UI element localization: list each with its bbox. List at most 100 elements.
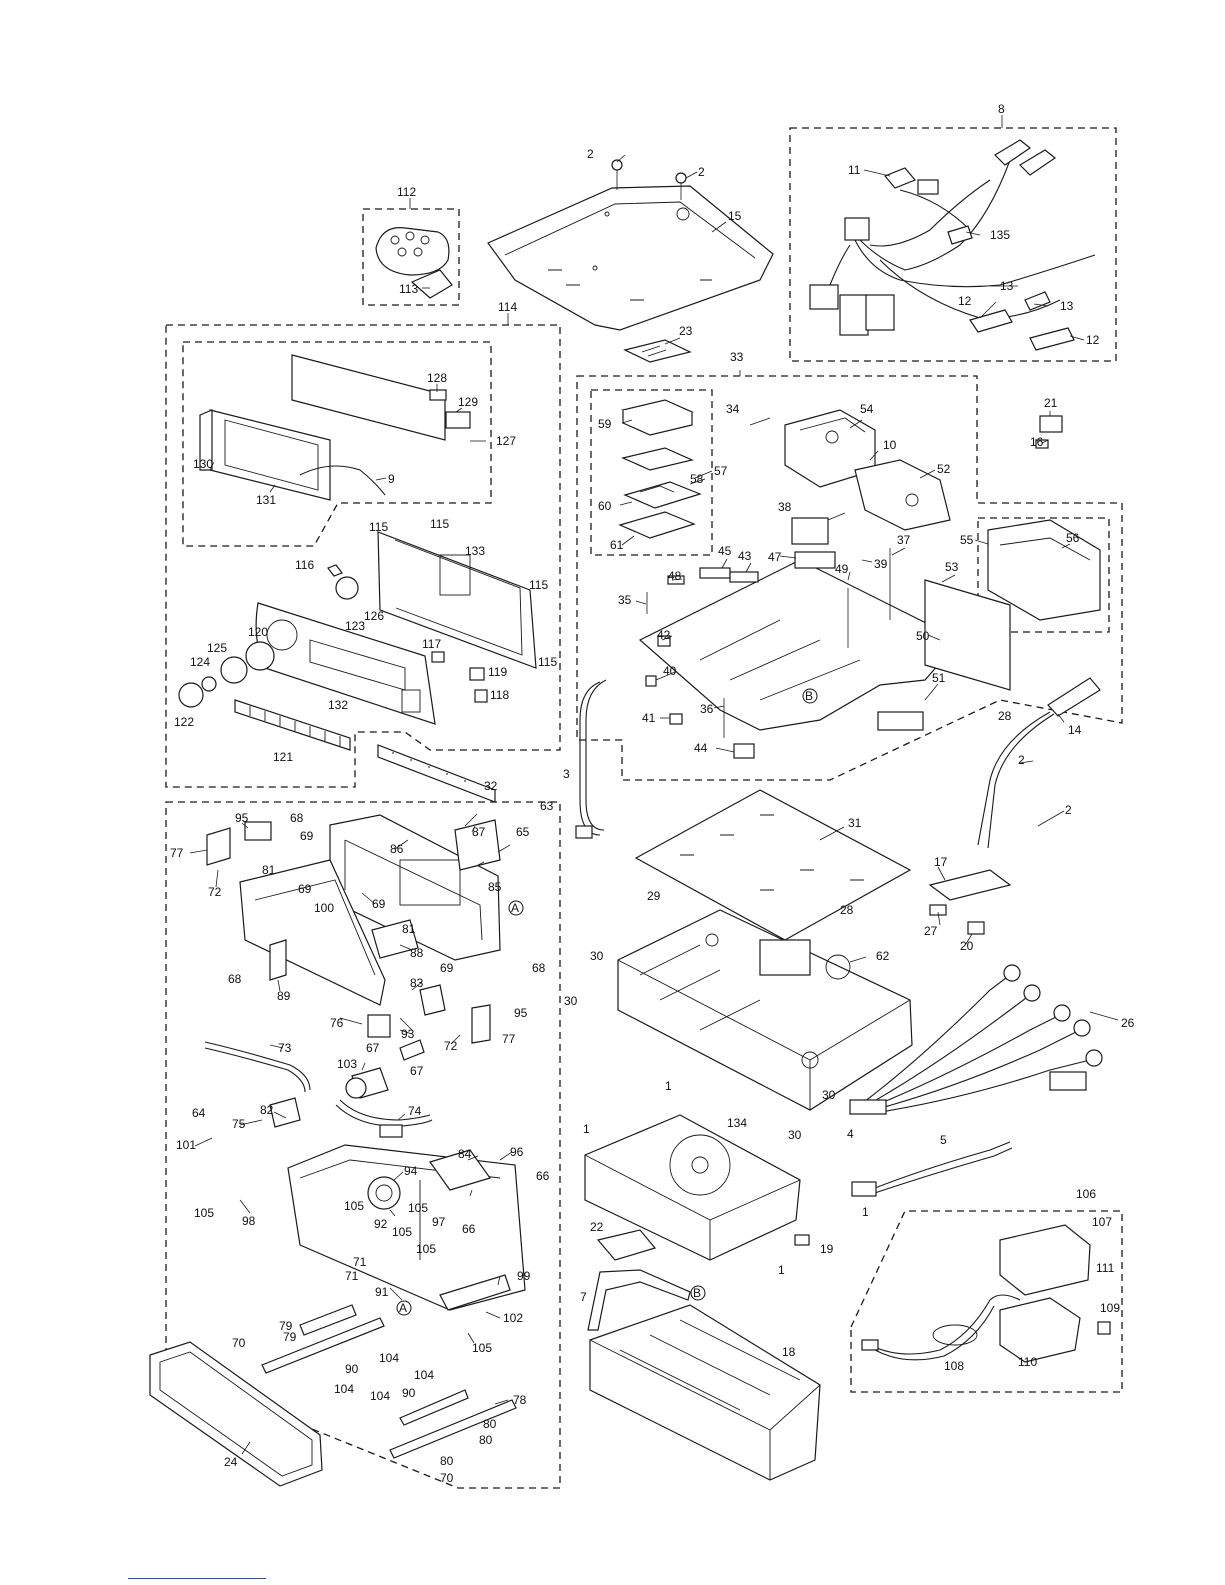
part-label: 108	[944, 1359, 964, 1373]
part-label: 59	[598, 417, 612, 431]
part-label: 4	[847, 1127, 854, 1141]
part-label: 65	[516, 825, 530, 839]
part-label: 127	[496, 434, 516, 448]
buttons-121	[234, 699, 351, 751]
part-label: 135	[990, 228, 1010, 242]
part-labels: 2 2 2 2 15 23 112 113 8 11 135 13 13 12 …	[170, 102, 1135, 1485]
part-label: 114	[498, 300, 517, 314]
part-label: 124	[190, 655, 210, 669]
part-label: 34	[726, 402, 740, 416]
part-label: 122	[174, 715, 194, 729]
part-label: 112	[397, 185, 416, 199]
remote-control-112	[375, 227, 453, 299]
ref-B-2-text: B	[693, 1286, 701, 1300]
bottom-underline-link[interactable]	[128, 1578, 266, 1579]
part-label: 69	[372, 897, 386, 911]
part-label: 50	[916, 629, 930, 643]
part-label: 74	[408, 1104, 422, 1118]
case-18	[589, 1304, 821, 1481]
insulator-23	[623, 339, 692, 363]
door-parts	[206, 819, 501, 1044]
flex-73-motor-103	[204, 1014, 433, 1138]
part-label: 29	[647, 889, 661, 903]
part-label: 63	[540, 799, 554, 813]
part-label: 72	[208, 885, 222, 899]
part-label: 97	[432, 1215, 446, 1229]
part-label: 90	[345, 1362, 359, 1376]
cable-5	[851, 1141, 1013, 1197]
part-label: 21	[1044, 396, 1058, 410]
part-label: 105	[194, 1206, 214, 1220]
ref-B-2: B	[690, 1285, 706, 1301]
part-label: 68	[532, 961, 546, 975]
part-label: 1	[862, 1205, 869, 1219]
small-parts-36-44	[645, 592, 924, 759]
part-label: 101	[176, 1138, 196, 1152]
part-label: 87	[472, 825, 486, 839]
part-label: 42	[657, 628, 671, 642]
part-label: 121	[273, 750, 293, 764]
part-label: 66	[536, 1169, 550, 1183]
frame-57-sub-board	[590, 389, 713, 556]
part-label: 130	[193, 457, 213, 471]
part-label: 61	[610, 538, 624, 552]
part-label: 60	[598, 499, 612, 513]
part-label: 78	[513, 1393, 527, 1407]
part-label: 71	[345, 1269, 359, 1283]
part-label: 105	[392, 1225, 412, 1239]
part-label: 90	[402, 1386, 416, 1400]
part-label: 49	[835, 562, 849, 576]
part-label: 64	[192, 1106, 206, 1120]
part-label: 37	[897, 533, 911, 547]
part-label: 115	[529, 578, 548, 592]
part-label: 77	[170, 846, 184, 860]
part-label: 86	[390, 842, 404, 856]
part-label: 100	[314, 901, 334, 915]
part-label: 111	[1096, 1261, 1115, 1275]
part-label: 125	[207, 641, 227, 655]
part-label: 13	[1000, 279, 1014, 293]
part-label: 81	[402, 922, 416, 936]
sub-board-57	[618, 399, 702, 539]
bracket-100	[239, 859, 386, 1006]
chassis-62	[617, 909, 913, 1111]
part-label: 69	[440, 961, 454, 975]
part-label: 33	[730, 350, 744, 364]
part-label: 23	[679, 324, 693, 338]
rca-cable-26	[849, 964, 1103, 1115]
part-label: 107	[1092, 1215, 1112, 1229]
part-label: 45	[718, 544, 732, 558]
part-label: 93	[401, 1027, 415, 1041]
part-label: 2	[587, 147, 594, 161]
part-label: 129	[458, 395, 478, 409]
part-label: 71	[353, 1255, 367, 1269]
part-label: 132	[328, 698, 348, 712]
display-assembly-127	[199, 354, 471, 501]
part-label: 133	[465, 544, 485, 558]
part-label: 115	[369, 520, 388, 534]
plate-32	[377, 744, 496, 803]
knob-assembly	[178, 564, 359, 708]
part-label: 36	[700, 702, 714, 716]
bracket-52	[854, 459, 951, 531]
part-label: 89	[277, 989, 291, 1003]
part-label: 80	[483, 1417, 497, 1431]
part-label: 22	[590, 1220, 604, 1234]
part-label: 123	[345, 619, 365, 633]
top-cover-15	[487, 185, 774, 331]
part-label: 67	[366, 1041, 380, 1055]
part-label: 99	[517, 1269, 531, 1283]
part-label: 105	[472, 1341, 492, 1355]
part-label: 118	[490, 688, 509, 702]
part-label: 31	[848, 816, 862, 830]
part-label: 95	[514, 1006, 528, 1020]
part-label: 51	[932, 671, 946, 685]
part-label: 109	[1100, 1301, 1120, 1315]
part-label: 68	[228, 972, 242, 986]
ref-B-1-text: B	[805, 689, 813, 703]
part-label: 94	[404, 1164, 418, 1178]
ref-A-1-text: A	[511, 901, 519, 915]
part-label: 26	[1121, 1016, 1135, 1030]
leader-lines	[189, 115, 1119, 1455]
insulator-22	[596, 1229, 657, 1261]
